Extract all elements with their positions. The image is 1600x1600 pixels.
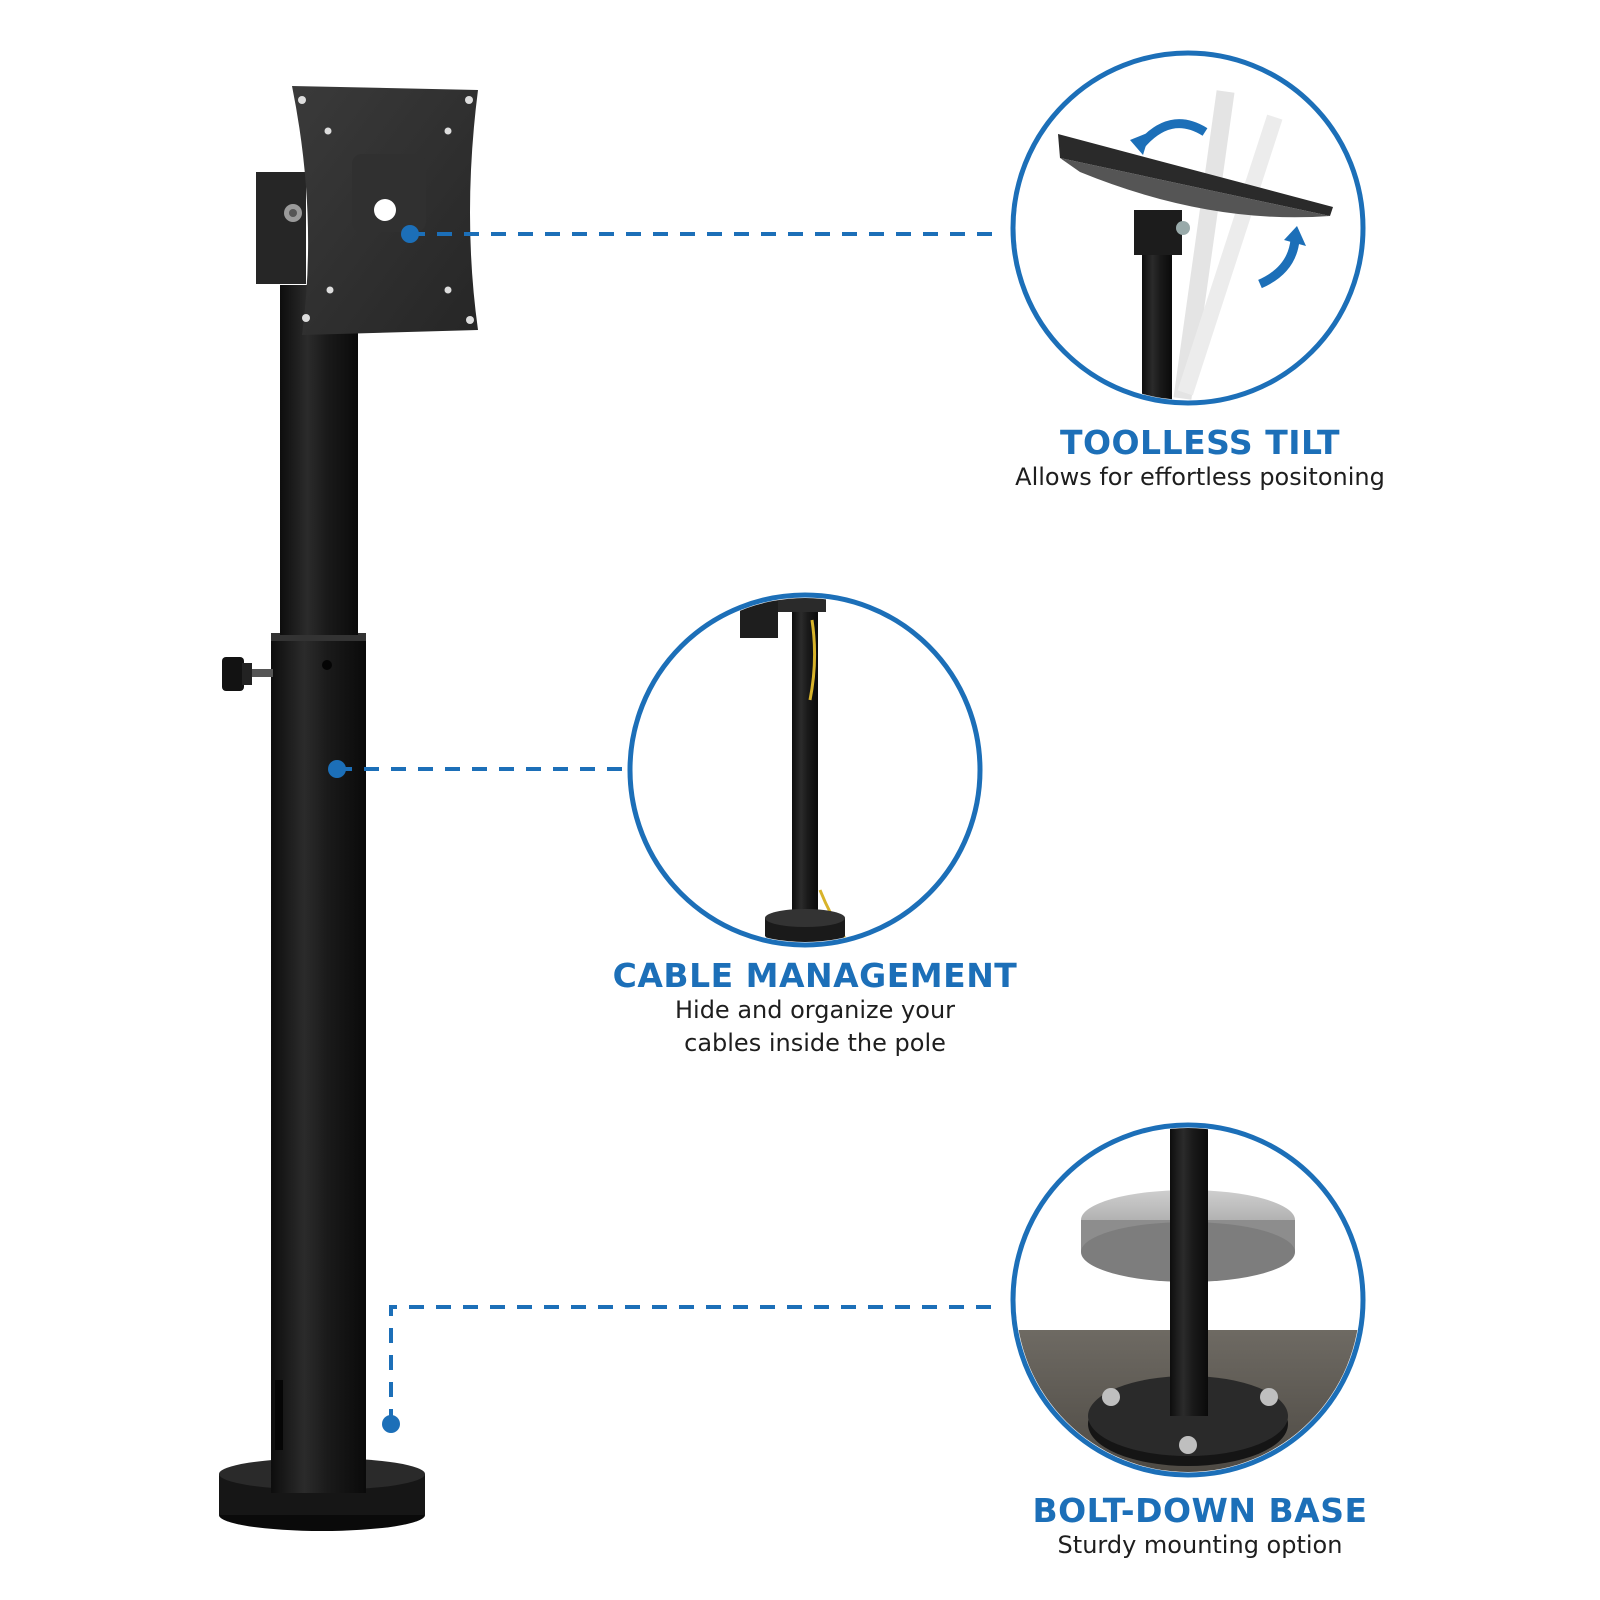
vesa-plate <box>292 86 478 335</box>
tilt-marker-dot <box>401 225 419 243</box>
feature-description: Sturdy mounting option <box>1057 1531 1343 1560</box>
cable-marker-dot <box>328 760 346 778</box>
height-adjust-knob <box>222 657 273 691</box>
feature-title: CABLE MANAGEMENT <box>612 956 1018 995</box>
cable-detail-circle <box>627 592 983 948</box>
feature-bolt-down-base: BOLT-DOWN BASE Sturdy mounting option <box>1000 1491 1400 1562</box>
callout-connectors <box>337 232 1003 1424</box>
tilt-detail-circle <box>1010 50 1366 406</box>
feature-description-line-2: cables inside the pole <box>684 1029 946 1058</box>
base-detail-circle <box>1010 1122 1366 1478</box>
monitor-pole <box>219 86 478 1531</box>
feature-description: Allows for effortless positoning <box>1015 463 1385 492</box>
feature-toolless-tilt: TOOLLESS TILT Allows for effortless posi… <box>1000 423 1400 494</box>
feature-title: TOOLLESS TILT <box>1059 423 1341 462</box>
feature-cable-management: CABLE MANAGEMENT Hide and organize your … <box>595 956 1035 1060</box>
feature-description-line-1: Hide and organize your <box>674 996 956 1025</box>
feature-title: BOLT-DOWN BASE <box>1032 1491 1368 1530</box>
base-marker-dot <box>382 1415 400 1433</box>
